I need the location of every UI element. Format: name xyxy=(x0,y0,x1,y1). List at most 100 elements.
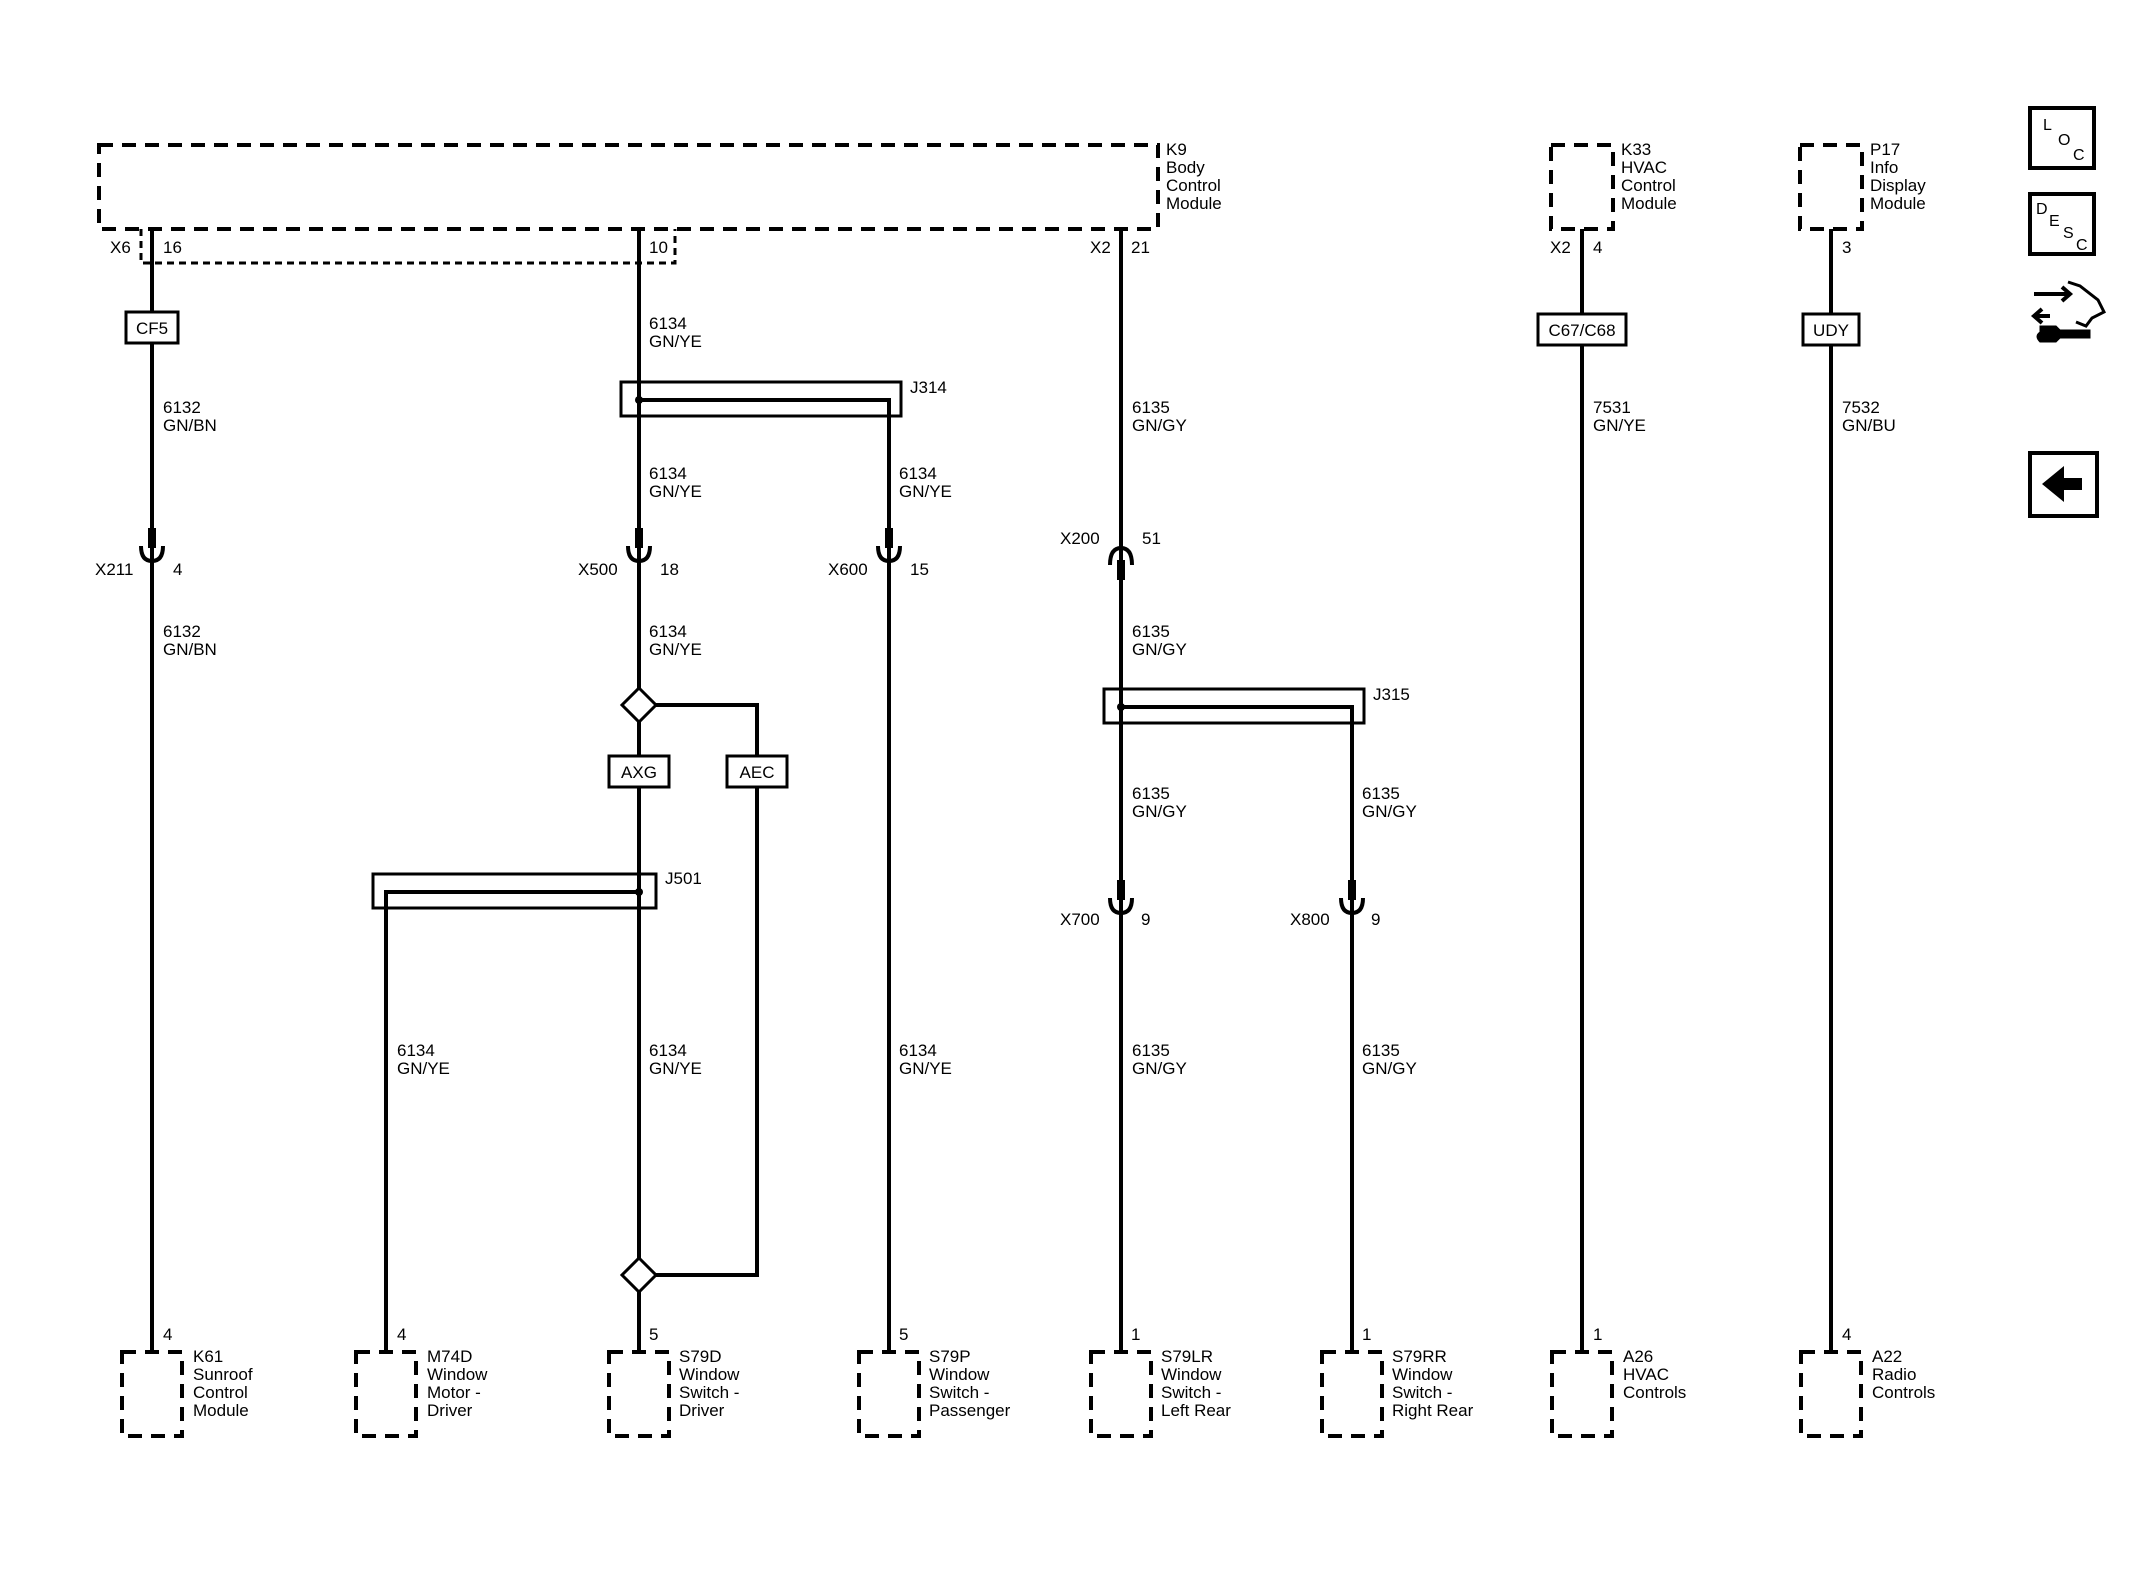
connector-x211[interactable]: X211 4 xyxy=(95,528,182,579)
module-m74d-pin: 4 xyxy=(397,1325,406,1344)
wire-label-6134-b: 6134 xyxy=(649,464,687,483)
loc-button[interactable]: L O C xyxy=(2028,106,2096,170)
connector-x600-label: X600 xyxy=(828,560,868,579)
module-s79lr[interactable]: 1 S79LR Window Switch - Left Rear xyxy=(1089,1325,1231,1438)
connector-x500-pin: 18 xyxy=(660,560,679,579)
connector-x700-pin: 9 xyxy=(1141,910,1150,929)
pin-label-x2-k9: X2 xyxy=(1090,238,1111,257)
connector-x800-pin: 9 xyxy=(1371,910,1380,929)
wire-color-6134-f: GN/YE xyxy=(649,1059,702,1078)
module-s79p-line3: Passenger xyxy=(929,1401,1011,1420)
wire-label-6135-d: 6135 xyxy=(1362,784,1400,803)
wire-label-6134-f: 6134 xyxy=(649,1041,687,1060)
wire-label-7531: 7531 xyxy=(1593,398,1631,417)
module-s79lr-line2: Switch - xyxy=(1161,1383,1221,1402)
tag-axg[interactable]: AXG xyxy=(607,754,671,789)
module-s79rr[interactable]: 1 S79RR Window Switch - Right Rear xyxy=(1320,1325,1474,1438)
tag-udy-label: UDY xyxy=(1813,321,1849,340)
module-k33-line2: Control xyxy=(1621,176,1676,195)
wire-6135[interactable] xyxy=(1119,229,1354,1352)
module-s79rr-pin: 1 xyxy=(1362,1325,1371,1344)
module-a22-pin: 4 xyxy=(1842,1325,1851,1344)
wire-label-6135-a: 6135 xyxy=(1132,398,1170,417)
connector-x200-label: X200 xyxy=(1060,529,1100,548)
wire-color-6132-a: GN/BN xyxy=(163,416,217,435)
wire-label-6135-f: 6135 xyxy=(1362,1041,1400,1060)
connector-x200-pin: 51 xyxy=(1142,529,1161,548)
module-k33-id: K33 xyxy=(1621,140,1651,159)
module-k9-id: K9 xyxy=(1166,140,1187,159)
desc-button[interactable]: D E S C xyxy=(2028,192,2096,256)
module-p17-line2: Display xyxy=(1870,176,1926,195)
module-a26-line2: Controls xyxy=(1623,1383,1686,1402)
module-s79d[interactable]: 5 S79D Window Switch - Driver xyxy=(607,1325,740,1438)
wire-color-6134-e: GN/YE xyxy=(397,1059,450,1078)
wire-color-6135-f: GN/GY xyxy=(1362,1059,1417,1078)
module-m74d-line1: Window xyxy=(427,1365,488,1384)
connector-x700-label: X700 xyxy=(1060,910,1100,929)
wire-color-6134-g: GN/YE xyxy=(899,1059,952,1078)
module-s79d-line2: Switch - xyxy=(679,1383,739,1402)
module-s79d-line3: Driver xyxy=(679,1401,725,1420)
tag-aec-label: AEC xyxy=(740,763,775,782)
wire-label-6134-d: 6134 xyxy=(649,622,687,641)
tag-udy[interactable]: UDY xyxy=(1801,312,1861,347)
wire-color-6134-d: GN/YE xyxy=(649,640,702,659)
desc-letter-c: C xyxy=(2076,237,2088,254)
tag-aec[interactable]: AEC xyxy=(725,754,789,789)
module-s79d-pin: 5 xyxy=(649,1325,658,1344)
connector-x800-label: X800 xyxy=(1290,910,1330,929)
module-a26-id: A26 xyxy=(1623,1347,1653,1366)
wire-color-7532: GN/BU xyxy=(1842,416,1896,435)
wire-color-6132-b: GN/BN xyxy=(163,640,217,659)
module-k33-line1: HVAC xyxy=(1621,158,1667,177)
connector-x200[interactable]: X200 51 xyxy=(1060,529,1161,580)
module-s79p[interactable]: 5 S79P Window Switch - Passenger xyxy=(857,1325,1011,1438)
connector-x500[interactable]: X500 18 xyxy=(578,528,679,579)
splice-j314[interactable]: J314 xyxy=(619,378,947,418)
connector-x700[interactable]: X700 9 xyxy=(1060,880,1150,929)
module-a26-pin: 1 xyxy=(1593,1325,1602,1344)
module-k61-pin: 4 xyxy=(163,1325,172,1344)
module-a22-id: A22 xyxy=(1872,1347,1902,1366)
loc-letter-l: L xyxy=(2043,117,2052,134)
module-m74d[interactable]: 4 M74D Window Motor - Driver xyxy=(354,1325,488,1438)
connector-x211-pin: 4 xyxy=(173,560,182,579)
tag-c67-c68[interactable]: C67/C68 xyxy=(1536,312,1628,347)
desc-letter-d: D xyxy=(2036,201,2048,218)
module-s79rr-id: S79RR xyxy=(1392,1347,1447,1366)
module-m74d-id: M74D xyxy=(427,1347,472,1366)
module-p17-id: P17 xyxy=(1870,140,1900,159)
module-k9[interactable]: K9 Body Control Module xyxy=(97,140,1222,265)
module-s79rr-line1: Window xyxy=(1392,1365,1453,1384)
module-s79p-id: S79P xyxy=(929,1347,971,1366)
module-s79d-id: S79D xyxy=(679,1347,722,1366)
tag-cf5[interactable]: CF5 xyxy=(124,310,180,345)
wire-label-6135-e: 6135 xyxy=(1132,1041,1170,1060)
module-s79rr-line2: Switch - xyxy=(1392,1383,1452,1402)
splice-j501[interactable]: J501 xyxy=(371,869,702,910)
module-s79lr-line1: Window xyxy=(1161,1365,1222,1384)
back-arrow-icon[interactable] xyxy=(2028,451,2099,518)
module-k61[interactable]: 4 K61 Sunroof Control Module xyxy=(120,1325,253,1438)
module-p17[interactable]: P17 Info Display Module xyxy=(1798,140,1926,231)
pin-label-4-k33: 4 xyxy=(1593,238,1602,257)
junction-diamond-top xyxy=(619,685,659,725)
module-k33[interactable]: K33 HVAC Control Module xyxy=(1549,140,1677,231)
loc-letter-o: O xyxy=(2058,132,2070,149)
tag-cf5-label: CF5 xyxy=(136,319,168,338)
splice-j314-label: J314 xyxy=(910,378,947,397)
module-k61-line1: Sunroof xyxy=(193,1365,253,1384)
module-a22-line1: Radio xyxy=(1872,1365,1916,1384)
module-a26-line1: HVAC xyxy=(1623,1365,1669,1384)
connector-x600[interactable]: X600 15 xyxy=(828,528,929,579)
connector-x800[interactable]: X800 9 xyxy=(1290,880,1380,929)
splice-j315[interactable]: J315 xyxy=(1102,685,1410,725)
connector-icon[interactable] xyxy=(2030,280,2107,343)
module-a26[interactable]: 1 A26 HVAC Controls xyxy=(1550,1325,1686,1438)
module-s79d-line1: Window xyxy=(679,1365,740,1384)
pin-label-21: 21 xyxy=(1131,238,1150,257)
module-a22[interactable]: 4 A22 Radio Controls xyxy=(1799,1325,1935,1438)
junction-diamond-bottom xyxy=(619,1255,659,1295)
